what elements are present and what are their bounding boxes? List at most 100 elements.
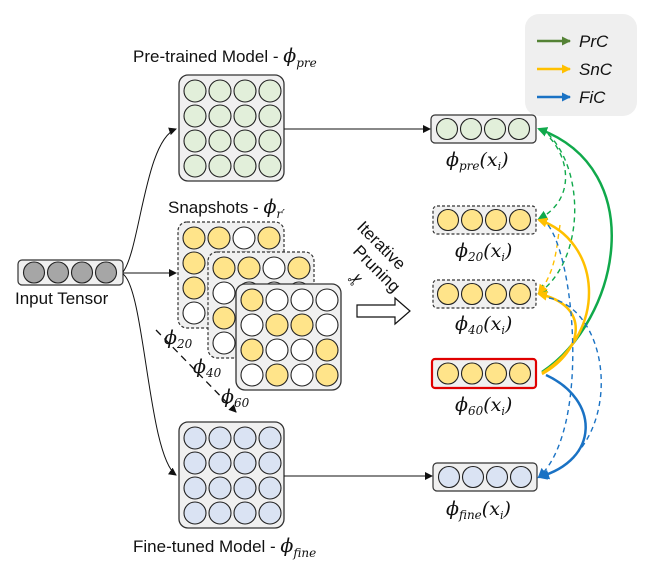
consistency-arcs [537,127,613,480]
output-neuron-circle [436,282,460,306]
neuron-circle [265,363,289,387]
output-neuron-circle [435,117,459,141]
neuron-circle [315,288,339,312]
neuron-circle [233,104,257,128]
output-neuron-circle [460,362,484,385]
snapshot-60-grid [235,283,342,391]
snc-arc-60-40 [537,290,577,376]
neuron-circle [258,79,282,103]
legend-fic-label: FiC [579,88,606,107]
output-neuron-circle [46,261,70,284]
neuron-circle [265,338,289,362]
neuron-circle [290,313,314,337]
neuron-circle [290,363,314,387]
neuron-circle [233,451,257,475]
prc-arc-pre-40 [537,133,576,295]
neuron-circle [208,154,232,178]
neuron-circle [208,476,232,500]
output-40-label: ϕ40(xi) [455,313,512,337]
output-neuron-circle [94,261,118,284]
neuron-circle [233,476,257,500]
output-pre-label: ϕpre(xi) [446,149,509,173]
neuron-circle [233,129,257,153]
output-20 [432,205,537,235]
finetuned-model-grid [178,421,285,529]
neuron-circle [258,129,282,153]
neuron-circle [240,338,264,362]
neuron-circle [183,501,207,525]
legend-box [525,14,637,116]
snapshot-20-label: ϕ20 [164,327,193,351]
neuron-circle [232,226,256,250]
output-60-highlighted [430,357,538,390]
neuron-circle [183,451,207,475]
input-tensor [17,259,124,286]
neuron-circle [183,154,207,178]
output-neuron-circle [484,282,508,306]
neuron-circle [233,154,257,178]
neuron-circle [315,338,339,362]
neuron-circle [257,226,281,250]
neuron-circle [258,426,282,450]
output-40 [432,279,537,309]
output-neuron-circle [460,208,484,232]
neuron-circle [207,226,231,250]
neuron-circle [183,129,207,153]
neuron-circle [233,79,257,103]
output-60-label: ϕ60(xi) [455,394,512,418]
output-fine-label: ϕfine(xi) [446,498,511,522]
neuron-circle [182,251,206,275]
neuron-circle [208,426,232,450]
neuron-circle [208,451,232,475]
scissors-icon: ✂ [344,267,367,292]
output-20-label: ϕ20(xi) [455,240,512,264]
neuron-circle [237,256,261,280]
neuron-circle [182,226,206,250]
neuron-circle [287,256,311,280]
neuron-circle [240,288,264,312]
neuron-circle [212,306,236,330]
neuron-circle [262,256,286,280]
neuron-circle [208,501,232,525]
neuron-circle [265,313,289,337]
neuron-circle [290,338,314,362]
finetuned-title: Fine-tuned Model - ϕfine [133,535,316,560]
output-neuron-circle [508,362,532,385]
snapshots-title: Snapshots - ϕr′ [168,196,285,221]
pretrained-title: Pre-trained Model - ϕpre [133,45,317,70]
output-neuron-circle [22,261,46,284]
output-neuron-circle [437,465,461,489]
output-neuron-circle [483,117,507,141]
neuron-circle [212,331,236,355]
fic-arc-60-fine [537,373,587,480]
neuron-circle [212,256,236,280]
neuron-circle [265,288,289,312]
input-to-pretrained-arrow [122,127,177,273]
neuron-circle [290,288,314,312]
neuron-circle [240,313,264,337]
neuron-circle [315,313,339,337]
legend-prc-label: PrC [579,32,609,51]
neuron-circle [183,79,207,103]
neuron-circle [233,501,257,525]
output-neuron-circle [70,261,94,284]
output-neuron-circle [460,282,484,306]
output-neuron-circle [508,208,532,232]
neuron-circle [183,104,207,128]
neuron-circle [212,281,236,305]
pruning-arrow-icon [356,296,411,326]
pretrained-model-grid [178,74,285,182]
input-to-finetuned-arrow [122,273,177,476]
legend: PrC SnC FiC [525,14,637,116]
output-neuron-circle [436,362,460,385]
neuron-circle [258,501,282,525]
output-neuron-circle [484,362,508,385]
output-pre [430,114,537,144]
snapshot-60-label: ϕ60 [221,386,250,410]
neuron-circle [258,476,282,500]
fic-arc-20-fine [537,224,574,479]
neuron-circle [208,104,232,128]
prc-arc-pre-20 [537,137,567,220]
input-tensor-label: Input Tensor [15,289,109,308]
